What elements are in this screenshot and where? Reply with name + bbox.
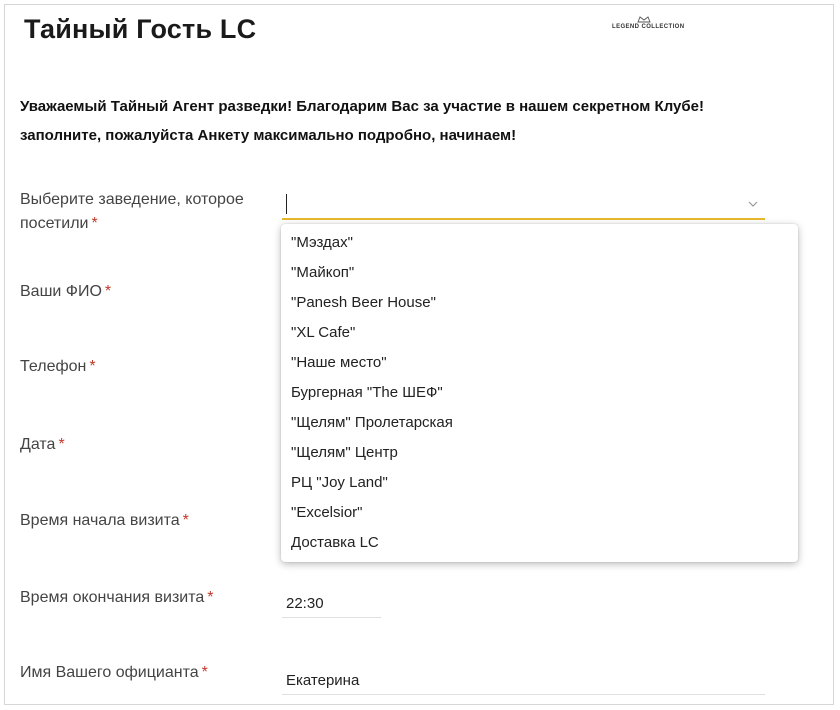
required-mark: *: [207, 589, 214, 606]
date-label-text: Дата: [20, 436, 56, 453]
venue-option[interactable]: Бургерная "The ШЕФ": [291, 384, 443, 401]
venue-option[interactable]: "Щелям" Центр: [291, 444, 398, 461]
venue-label: Выберите заведение, которое посетили*: [20, 188, 244, 236]
start-time-label-text: Время начала визита: [20, 512, 180, 529]
text-caret: [286, 194, 287, 214]
required-mark: *: [91, 215, 98, 232]
fio-label: Ваши ФИО*: [20, 280, 111, 304]
end-time-input[interactable]: [282, 590, 389, 618]
waiter-value[interactable]: [282, 667, 773, 693]
venue-option[interactable]: РЦ "Joy Land": [291, 474, 388, 491]
required-mark: *: [182, 512, 189, 529]
fio-label-text: Ваши ФИО: [20, 283, 102, 300]
end-time-label-text: Время окончания визита: [20, 589, 205, 606]
venue-label-line-1: Выберите заведение, которое: [20, 191, 244, 208]
intro-line-1: Уважаемый Тайный Агент разведки! Благода…: [20, 98, 704, 115]
brand-logo: LEGEND COLLECTION: [612, 15, 685, 31]
venue-option[interactable]: "Excelsior": [291, 504, 363, 521]
venue-option[interactable]: "Щелям" Пролетарская: [291, 414, 453, 431]
venue-select[interactable]: [282, 192, 765, 220]
logo-text: LEGEND COLLECTION: [612, 24, 685, 30]
date-label: Дата*: [20, 433, 65, 457]
phone-label-text: Телефон: [20, 358, 87, 375]
chevron-down-icon: [748, 201, 758, 207]
venue-option[interactable]: "Наше место": [291, 354, 387, 371]
end-time-value[interactable]: [282, 590, 389, 616]
venue-option[interactable]: "Майкоп": [291, 264, 355, 281]
waiter-label-text: Имя Вашего официанта: [20, 664, 199, 681]
start-time-label: Время начала визита*: [20, 509, 189, 533]
required-mark: *: [104, 283, 112, 300]
required-mark: *: [201, 664, 208, 681]
venue-option[interactable]: Доставка LC: [291, 534, 379, 551]
waiter-label: Имя Вашего официанта*: [20, 661, 208, 685]
venue-option[interactable]: "Мэздах": [291, 234, 353, 251]
intro-text: Уважаемый Тайный Агент разведки! Благода…: [20, 92, 820, 150]
page-title: Тайный Гость LC: [24, 14, 257, 44]
waiter-input[interactable]: [282, 667, 773, 695]
venue-option[interactable]: "Panesh Beer House": [291, 294, 436, 311]
venue-dropdown-menu: "Мэздах" "Майкоп" "Panesh Beer House" "X…: [281, 224, 798, 562]
crown-icon: [637, 16, 651, 23]
phone-label: Телефон*: [20, 355, 96, 379]
venue-label-line-2: посетили: [20, 215, 89, 232]
required-mark: *: [89, 358, 96, 375]
venue-option[interactable]: "XL Cafe": [291, 324, 356, 341]
required-mark: *: [58, 436, 65, 453]
intro-line-2: заполните, пожалуйста Анкету максимально…: [20, 127, 517, 144]
end-time-label: Время окончания визита*: [20, 586, 214, 610]
